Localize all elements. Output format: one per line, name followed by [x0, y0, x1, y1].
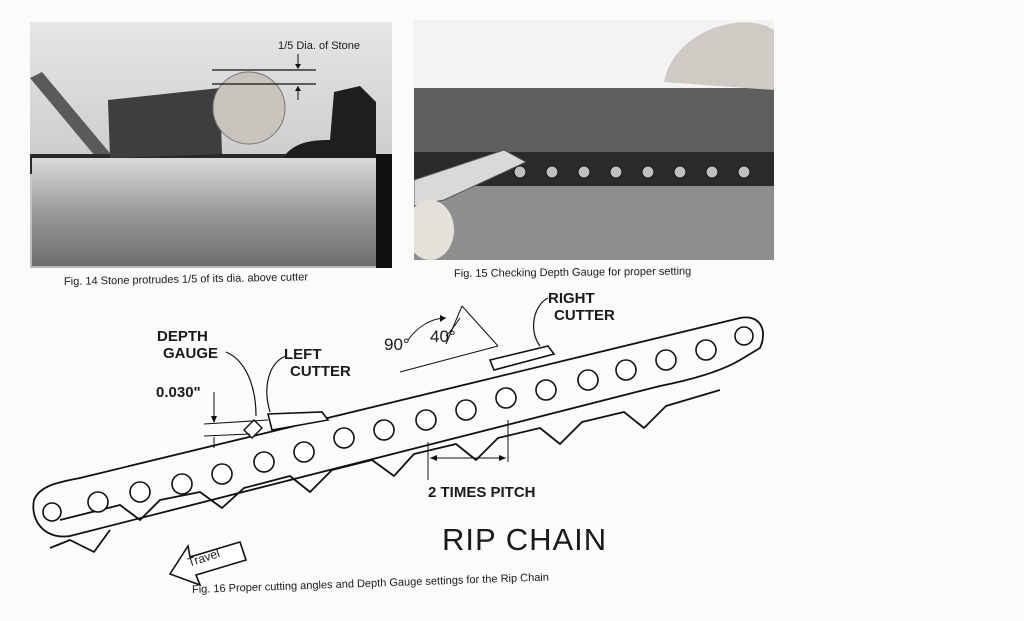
- fig15-photo: [414, 20, 774, 260]
- angle-40-label: 40°: [430, 327, 456, 346]
- fig15-photo-illustration: [414, 20, 774, 260]
- depth-gauge-label-line2: GAUGE: [163, 345, 219, 362]
- depth-value-label: 0.030": [156, 384, 201, 401]
- depth-gauge-label: DEPTH GAUGE: [157, 328, 218, 362]
- left-cutter-label: LEFT CUTTER: [284, 346, 351, 380]
- angle-90-label: 90°: [384, 335, 410, 354]
- right-cutter-label: RIGHT CUTTER: [548, 290, 615, 324]
- left-cutter-label-line1: LEFT: [284, 346, 322, 363]
- pitch-label: 2 TIMES PITCH: [428, 484, 536, 501]
- left-cutter-label-line2: CUTTER: [290, 363, 351, 380]
- depth-gauge-label-line1: DEPTH: [157, 328, 208, 345]
- fig14-photo-illustration: [30, 22, 392, 268]
- rip-chain-title: RIP CHAIN: [442, 522, 608, 557]
- right-cutter-label-line2: CUTTER: [554, 307, 615, 324]
- fig14-annotation: 1/5 Dia. of Stone: [278, 40, 360, 52]
- fig14-photo: 1/5 Dia. of Stone: [30, 22, 392, 268]
- right-cutter-label-line1: RIGHT: [548, 290, 595, 307]
